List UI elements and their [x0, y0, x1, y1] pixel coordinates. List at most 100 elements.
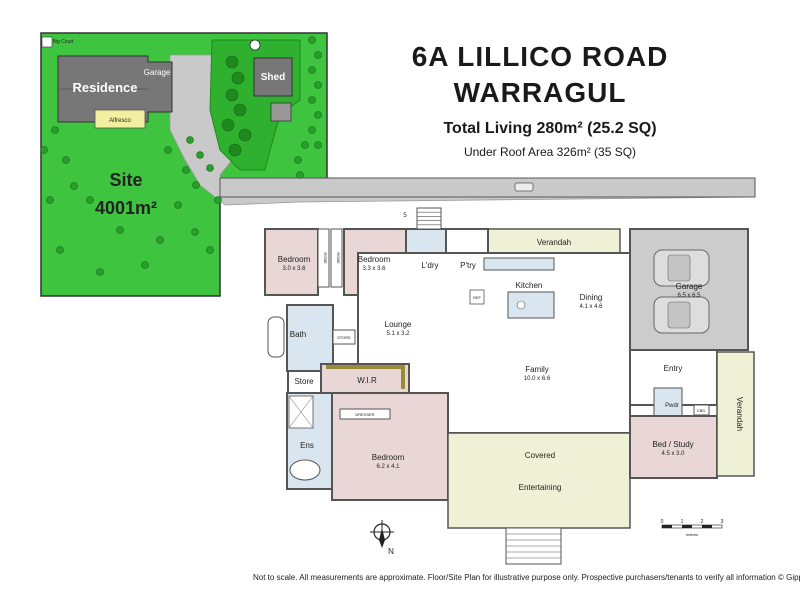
tree-icon [206, 164, 214, 172]
tree-icon [141, 261, 149, 269]
compass-label: N [388, 547, 394, 556]
label-bath: Bath [290, 330, 306, 339]
tree-icon [70, 182, 78, 190]
tree-icon [96, 268, 104, 276]
tree-icon [238, 128, 252, 142]
tree-icon [301, 141, 309, 149]
site-residence-label: Residence [72, 80, 137, 95]
site-garage-label: Garage [144, 68, 171, 77]
tree-icon [296, 171, 304, 179]
site-plan: Big Court Residence Garage Alfresco Shed… [40, 32, 756, 297]
room-labels: Bedroom 3.0 x 3.6 ROBE ROBE Bedroom 3.3 … [278, 213, 744, 492]
tree-icon [221, 118, 235, 132]
label-wir: W.I.R [357, 376, 377, 385]
store-small [332, 329, 356, 345]
tree-icon [206, 246, 214, 254]
label-bed-study: Bed / Study [652, 440, 693, 449]
tree-icon [46, 196, 54, 204]
site-water-tank [249, 39, 261, 51]
tree-icon [40, 146, 48, 154]
label-verandah-top: Verandah [537, 238, 571, 247]
scale-tick-0: 0 [661, 519, 664, 525]
room-robe-b [330, 228, 343, 288]
label-store-small: STORE [337, 335, 351, 340]
tree-icon [174, 201, 182, 209]
tree-icon [164, 146, 172, 154]
site-label: Site [109, 170, 142, 190]
label-lounge: Lounge [385, 320, 412, 329]
site-alfresco [94, 109, 146, 129]
fridge-space [469, 289, 485, 305]
label-robe-a: ROBE [323, 252, 328, 264]
wir-shelving [326, 365, 405, 389]
label-robe-b: ROBE [336, 252, 341, 264]
label-ens: Ens [300, 441, 314, 450]
label-family: Family [525, 365, 549, 374]
label-entry: Entry [664, 364, 683, 373]
scale-tick-1: 1 [681, 519, 684, 525]
ensuite-bath [289, 459, 321, 481]
tree-icon [116, 226, 124, 234]
address-line-1: 6A LILLICO ROAD [411, 41, 669, 72]
tree-icon [308, 96, 316, 104]
verandah-side [716, 351, 755, 477]
site-access-road [219, 177, 756, 198]
label-verandah-side: Verandah [735, 397, 744, 431]
site-car-icon [514, 182, 534, 192]
total-living: Total Living 280m² (25.2 SQ) [443, 120, 657, 137]
room-powder [653, 387, 683, 417]
label-kitchen: Kitchen [516, 281, 543, 290]
label-store: Store [294, 377, 314, 386]
disclaimer: Not to scale. All measurements are appro… [253, 573, 800, 582]
kitchen-sink [516, 300, 526, 310]
label-laundry: L'dry [421, 261, 438, 270]
tree-icon [314, 111, 322, 119]
site-tank [41, 36, 53, 48]
size-dining: 4.1 x 4.6 [579, 304, 603, 310]
tree-icon [225, 55, 239, 69]
label-pwdr: Pwdr [665, 403, 679, 409]
stair-lines [417, 211, 561, 559]
size-bedroom-b: 3.3 x 3.6 [362, 266, 386, 272]
label-dresser: DRESSER [355, 412, 374, 417]
label-fridge: REF [473, 295, 482, 300]
kitchen-bench [483, 257, 555, 271]
tree-icon [231, 71, 245, 85]
site-small-label: Big Court [53, 39, 74, 45]
tree-icon [196, 151, 204, 159]
north-arrow-icon: N [370, 520, 394, 556]
under-roof-area: Under Roof Area 326m² (35 SQ) [463, 145, 637, 159]
size-lounge: 5.1 x 3.2 [386, 331, 410, 337]
garage-car-2 [653, 296, 710, 334]
label-entertaining: Entertaining [519, 483, 562, 492]
tree-icon [182, 166, 190, 174]
label-dining: Dining [580, 293, 603, 302]
site-shed [253, 57, 293, 97]
site-small-shed [270, 102, 292, 122]
dresser [339, 408, 391, 420]
tree-icon [225, 88, 239, 102]
label-covered: Covered [525, 451, 555, 460]
scale-bar: 0 1 2 3 metres [661, 519, 724, 537]
tree-icon [308, 126, 316, 134]
tree-icon [308, 36, 316, 44]
tree-icon [233, 103, 247, 117]
tree-icon [62, 156, 70, 164]
tree-icon [228, 143, 242, 157]
bathtub [267, 316, 285, 358]
label-step: 5 [403, 213, 407, 219]
site-area-label: 4001m² [95, 198, 157, 218]
house-plan [264, 207, 755, 565]
tree-icon [294, 156, 302, 164]
size-garage: 6.5 x 6.5 [677, 293, 701, 299]
tree-icon [314, 81, 322, 89]
size-bedroom-a: 3.0 x 3.6 [282, 266, 306, 272]
label-pantry: P'try [460, 261, 476, 270]
label-cbd: CBD [697, 408, 706, 413]
tree-icon [314, 141, 322, 149]
label-bedroom-b: Bedroom [358, 255, 391, 264]
scale-tick-2: 2 [701, 519, 704, 525]
site-alfresco-label: Alfresco [109, 118, 131, 124]
kitchen-island [507, 291, 555, 319]
